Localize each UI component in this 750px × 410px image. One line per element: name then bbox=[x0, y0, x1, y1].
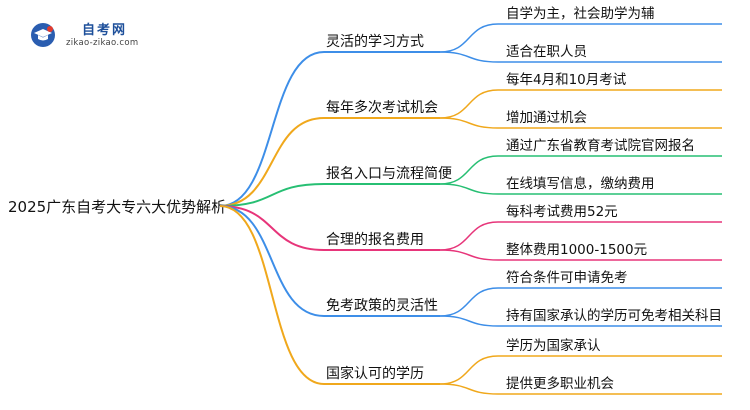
root-connector bbox=[219, 205, 325, 317]
leaf-connector bbox=[439, 155, 499, 185]
branch-label: 国家认可的学历 bbox=[326, 365, 424, 382]
graduation-cap-icon bbox=[31, 23, 55, 47]
leaf-label: 增加通过机会 bbox=[506, 110, 587, 126]
leaf-label: 适合在职人员 bbox=[506, 44, 587, 60]
root-connector bbox=[219, 117, 325, 207]
leaf-connector bbox=[439, 383, 499, 395]
leaf-label: 整体费用1000-1500元 bbox=[506, 242, 647, 258]
root-connector bbox=[219, 205, 325, 385]
branch-label: 合理的报名费用 bbox=[326, 232, 424, 248]
leaf-label: 持有国家承认的学历可免考相关科目 bbox=[506, 307, 722, 324]
root-connector bbox=[219, 51, 325, 207]
logo-title: 自考网 bbox=[82, 23, 128, 38]
branch-label: 报名入口与流程简便 bbox=[326, 165, 452, 182]
logo-url: zikao-zikao.com bbox=[66, 38, 139, 48]
leaf-label: 学历为国家承认 bbox=[506, 337, 601, 354]
leaf-connector bbox=[439, 355, 499, 385]
leaf-label: 每年4月和10月考试 bbox=[506, 72, 627, 88]
leaf-label: 提供更多职业机会 bbox=[506, 375, 614, 392]
leaf-connector bbox=[439, 23, 499, 53]
leaf-connector bbox=[439, 117, 499, 129]
root-connector bbox=[219, 205, 325, 251]
branch-label: 免考政策的灵活性 bbox=[326, 297, 438, 314]
branch-label: 每年多次考试机会 bbox=[326, 99, 438, 116]
leaf-label: 在线填写信息，缴纳费用 bbox=[506, 175, 655, 192]
connector-lines bbox=[219, 23, 722, 395]
leaf-connector bbox=[439, 51, 499, 63]
leaf-connector bbox=[439, 221, 499, 251]
leaf-connector bbox=[439, 183, 499, 195]
leaf-label: 符合条件可申请免考 bbox=[506, 269, 628, 286]
leaf-label: 通过广东省教育考试院官网报名 bbox=[506, 138, 695, 154]
root-topic: 2025广东自考大专六大优势解析 bbox=[8, 198, 226, 216]
leaf-connector bbox=[439, 315, 499, 327]
site-logo[interactable]: 自考网 zikao-zikao.com bbox=[30, 18, 170, 52]
leaf-connector bbox=[439, 89, 499, 119]
leaf-label: 每科考试费用52元 bbox=[506, 204, 618, 220]
root-connector bbox=[219, 183, 325, 207]
leaf-connector bbox=[439, 249, 499, 261]
leaf-connector bbox=[439, 287, 499, 317]
leaf-label: 自学为主，社会助学为辅 bbox=[506, 6, 655, 22]
branch-label: 灵活的学习方式 bbox=[326, 34, 424, 50]
